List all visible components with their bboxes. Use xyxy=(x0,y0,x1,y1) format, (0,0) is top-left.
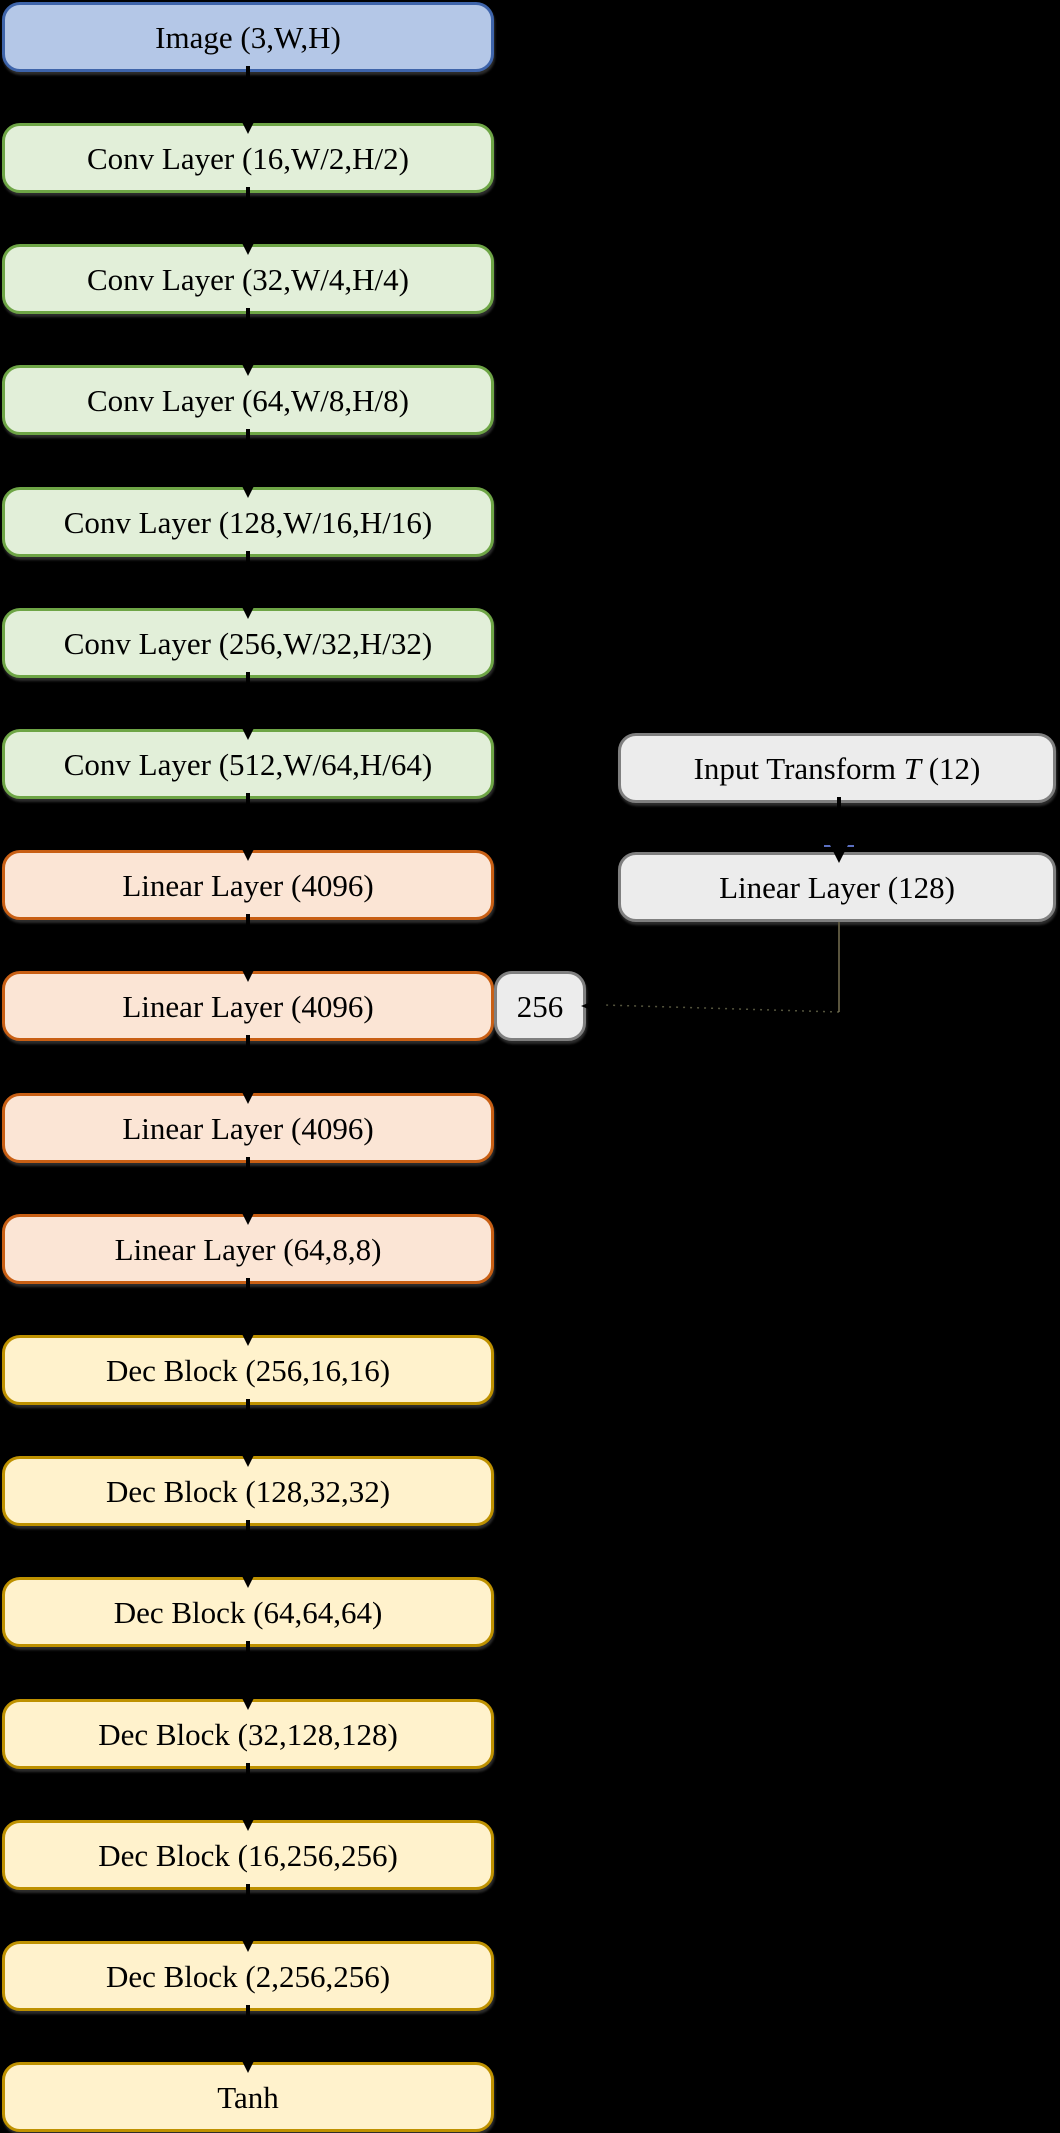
node-dec-256-16-16: Dec Block (256,16,16) xyxy=(2,1335,494,1405)
node-linear-64-8-8: Linear Layer (64,8,8) xyxy=(2,1214,494,1284)
node-conv-64: Conv Layer (64,W/8,H/8) xyxy=(2,365,494,435)
node-input-transform: Input Transform T (12) xyxy=(618,733,1056,803)
node-latent-256: 256 xyxy=(494,971,586,1041)
node-linear-4096-2: Linear Layer (4096) xyxy=(2,971,494,1041)
node-linear-4096-3: Linear Layer (4096) xyxy=(2,1093,494,1163)
node-conv-256: Conv Layer (256,W/32,H/32) xyxy=(2,608,494,678)
node-image: Image (3,W,H) xyxy=(2,2,494,72)
latent-connector-diagonal xyxy=(603,1004,840,1013)
node-conv-32: Conv Layer (32,W/4,H/4) xyxy=(2,244,494,314)
node-dec-64-64-64: Dec Block (64,64,64) xyxy=(2,1577,494,1647)
node-conv-16: Conv Layer (16,W/2,H/2) xyxy=(2,123,494,193)
node-conv-512: Conv Layer (512,W/64,H/64) xyxy=(2,729,494,799)
node-dec-2-256-256: Dec Block (2,256,256) xyxy=(2,1941,494,2011)
node-linear-4096-1: Linear Layer (4096) xyxy=(2,850,494,920)
input-transform-label-post: (12) xyxy=(920,750,981,786)
input-transform-label-pre: Input Transform xyxy=(693,750,904,786)
node-dec-128-32-32: Dec Block (128,32,32) xyxy=(2,1456,494,1526)
node-dec-16-256-256: Dec Block (16,256,256) xyxy=(2,1820,494,1890)
node-tanh: Tanh xyxy=(2,2062,494,2132)
node-conv-128: Conv Layer (128,W/16,H/16) xyxy=(2,487,494,557)
node-linear-128: Linear Layer (128) xyxy=(618,852,1056,922)
input-transform-variable: T xyxy=(903,750,921,786)
node-dec-32-128-128: Dec Block (32,128,128) xyxy=(2,1699,494,1769)
